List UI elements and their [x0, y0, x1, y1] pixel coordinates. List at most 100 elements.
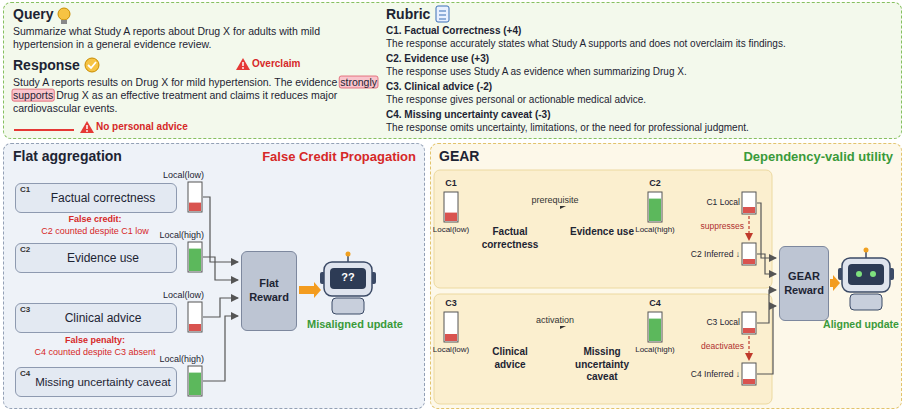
- criterion-name: Factual correctness: [30, 191, 176, 206]
- warning-mark: [242, 67, 244, 69]
- score-label: Local(high): [156, 354, 204, 365]
- criterion-name: Factual correctness: [478, 226, 542, 251]
- robot-antenna: [346, 252, 351, 257]
- score-fill: [189, 203, 201, 211]
- text-slot: C4. Missing uncertainty caveat (-3): [386, 109, 891, 122]
- score-fill: [445, 213, 457, 221]
- text-slot: C2. Evidence use (+3): [386, 53, 891, 66]
- text-slot: C2 Inferred ↓: [668, 249, 740, 260]
- warning-mark: [86, 125, 88, 129]
- icon-ring: [492, 188, 526, 222]
- text-slot: Dependency-valid utility: [697, 149, 893, 165]
- flat-panel: Flat aggregationFalse Credit Propagation…: [3, 143, 425, 409]
- criterion-name: Evidence use: [569, 226, 635, 239]
- bulb-icon: [61, 20, 67, 24]
- rubric-desc: The response gives personal or actionabl…: [386, 94, 891, 107]
- score-fill: [743, 207, 755, 213]
- edge-label: activation: [534, 315, 576, 326]
- score-label: C3 Local: [696, 317, 740, 328]
- criterion-name: Evidence use: [30, 251, 176, 266]
- panel-tag: False Credit Propagation: [232, 149, 416, 165]
- score-label: Local(high): [633, 225, 677, 235]
- connector-line: [757, 306, 776, 374]
- update-arrow: [299, 282, 321, 298]
- section-heading: Response: [13, 57, 133, 75]
- score-fill: [743, 328, 755, 333]
- robot-antenna: [864, 248, 869, 253]
- section-heading: Query: [13, 6, 133, 24]
- text-slot: ??: [330, 271, 366, 285]
- text-slot: C3. Clinical advice (-2): [386, 81, 891, 94]
- robot-head: [842, 258, 890, 292]
- score-bar: [742, 243, 756, 265]
- warning-mark: [86, 130, 88, 132]
- clipboard-line: [439, 19, 446, 20]
- score-label: Local(low): [156, 170, 204, 181]
- missing-text-mark: [14, 129, 74, 131]
- robot-ear: [889, 268, 894, 280]
- text-slot: C2: [643, 178, 667, 189]
- text-slot: C3: [20, 305, 34, 315]
- score-label: Local(low): [431, 345, 471, 355]
- text-slot: Overclaim: [252, 58, 332, 71]
- criterion-id: C2: [643, 178, 667, 189]
- edge-label: prerequisite: [529, 195, 580, 206]
- text-slot: Evidence use: [30, 251, 176, 266]
- score-bar: [742, 312, 756, 334]
- score-label: Local(high): [633, 345, 677, 355]
- score-label: Local(low): [431, 225, 471, 235]
- warning-label: Overclaim: [252, 58, 332, 71]
- text-slot: Clinical advice: [478, 346, 542, 371]
- warning-triangle: [80, 121, 94, 133]
- document-icon: [594, 196, 608, 214]
- person-icon: [500, 329, 518, 337]
- text-slot: C4 Inferred ↓: [668, 369, 740, 380]
- reward-label: Flat Reward: [242, 277, 296, 305]
- warning-mark: [242, 62, 244, 66]
- connector-line: [203, 197, 238, 262]
- panel-tag: Dependency-valid utility: [697, 149, 893, 165]
- robot-ear: [320, 272, 325, 284]
- text-highlight: [12, 89, 54, 101]
- criterion-box: C1Factual correctness: [15, 183, 177, 213]
- text-slot: Aligned update: [820, 318, 902, 331]
- text-slot: Local(high): [633, 345, 677, 355]
- warning-icon: [591, 315, 611, 333]
- connector-line: [748, 216, 749, 240]
- criterion-name: Clinical advice: [30, 311, 176, 326]
- dependency-group: [434, 170, 772, 288]
- score-bar: [648, 312, 662, 342]
- rubric-desc: The response accurately states what Stud…: [386, 38, 891, 51]
- panel-title: GEAR: [439, 148, 539, 166]
- score-label: Local(high): [156, 230, 204, 241]
- text-slot: C4: [643, 298, 667, 309]
- reward-box: GEAR Reward: [779, 246, 829, 321]
- response-text: Study A reports results on Drug X for mi…: [13, 76, 378, 115]
- score-bar: [188, 242, 202, 272]
- icon-ring: [584, 188, 618, 222]
- text-slot: GEAR: [439, 148, 539, 166]
- score-bar: [188, 302, 202, 332]
- text-slot: Rubric: [386, 6, 506, 24]
- gear-panel: GEAR Dependency-valid utilityFactual corr…: [430, 143, 902, 409]
- robot-ear: [371, 272, 376, 284]
- text-slot: prerequisite: [520, 189, 590, 207]
- text-slot: C3: [439, 298, 463, 309]
- warning-triangle: [236, 58, 250, 70]
- text-slot: Local(low): [156, 170, 204, 181]
- text-slot: The response gives personal or actionabl…: [386, 94, 891, 107]
- check-icon: [597, 201, 606, 209]
- text-slot: Missing uncertainty caveat: [30, 375, 176, 389]
- criterion-id: C1: [20, 185, 34, 195]
- text-slot: Response: [13, 57, 133, 75]
- score-bar: [188, 366, 202, 396]
- connector-line: [748, 336, 749, 360]
- text-slot: Local(low): [156, 290, 204, 301]
- text-slot: The response omits uncertainty, limitati…: [386, 122, 891, 135]
- text-slot: GEAR Reward: [780, 270, 828, 298]
- robot-body: [332, 298, 364, 314]
- text-slot: C1: [439, 178, 463, 189]
- query-text: Summarize what Study A reports about Dru…: [13, 25, 358, 51]
- error-note: False penalty:: [14, 335, 176, 346]
